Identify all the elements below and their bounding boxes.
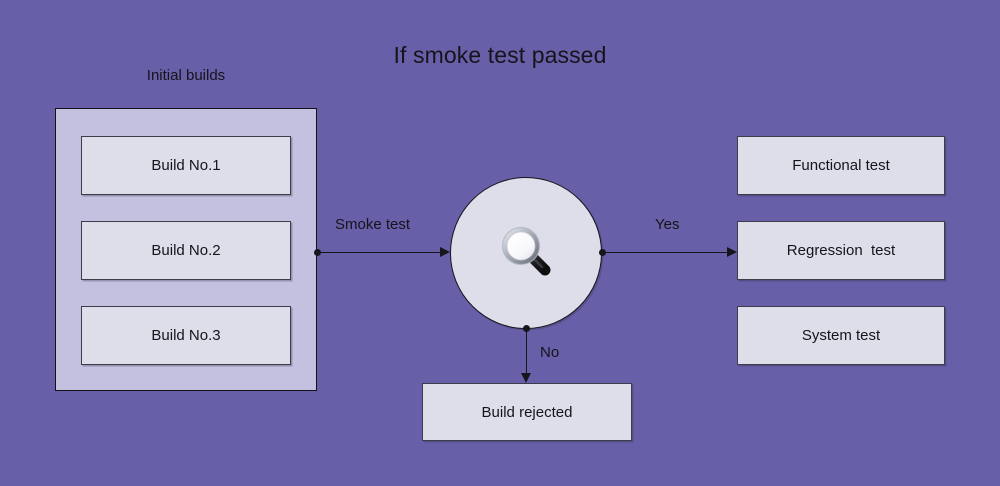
smoke-test-arrow-head (440, 247, 450, 257)
outcome-box-regression-test[interactable]: Regression test (737, 221, 945, 280)
build-box-1[interactable]: Build No.1 (81, 136, 291, 195)
yes-edge-line (602, 251, 728, 254)
outcome-box-functional-test[interactable]: Functional test (737, 136, 945, 195)
decision-node-smoke-test[interactable] (450, 177, 602, 329)
yes-arrow-head (727, 247, 737, 257)
no-edge-line (525, 328, 528, 374)
smoke-test-edge-line (317, 251, 441, 254)
build-box-2[interactable]: Build No.2 (81, 221, 291, 280)
outcome-box-system-test[interactable]: System test (737, 306, 945, 365)
build-box-3[interactable]: Build No.3 (81, 306, 291, 365)
edge-label-smoke-test: Smoke test (335, 216, 411, 233)
page-title: If smoke test passed (393, 42, 607, 68)
initial-builds-label: Initial builds (146, 67, 226, 84)
no-arrow-head (521, 373, 531, 383)
outcome-box-build-rejected[interactable]: Build rejected (422, 383, 632, 441)
edge-label-no: No (540, 344, 560, 361)
edge-label-yes: Yes (655, 216, 680, 233)
